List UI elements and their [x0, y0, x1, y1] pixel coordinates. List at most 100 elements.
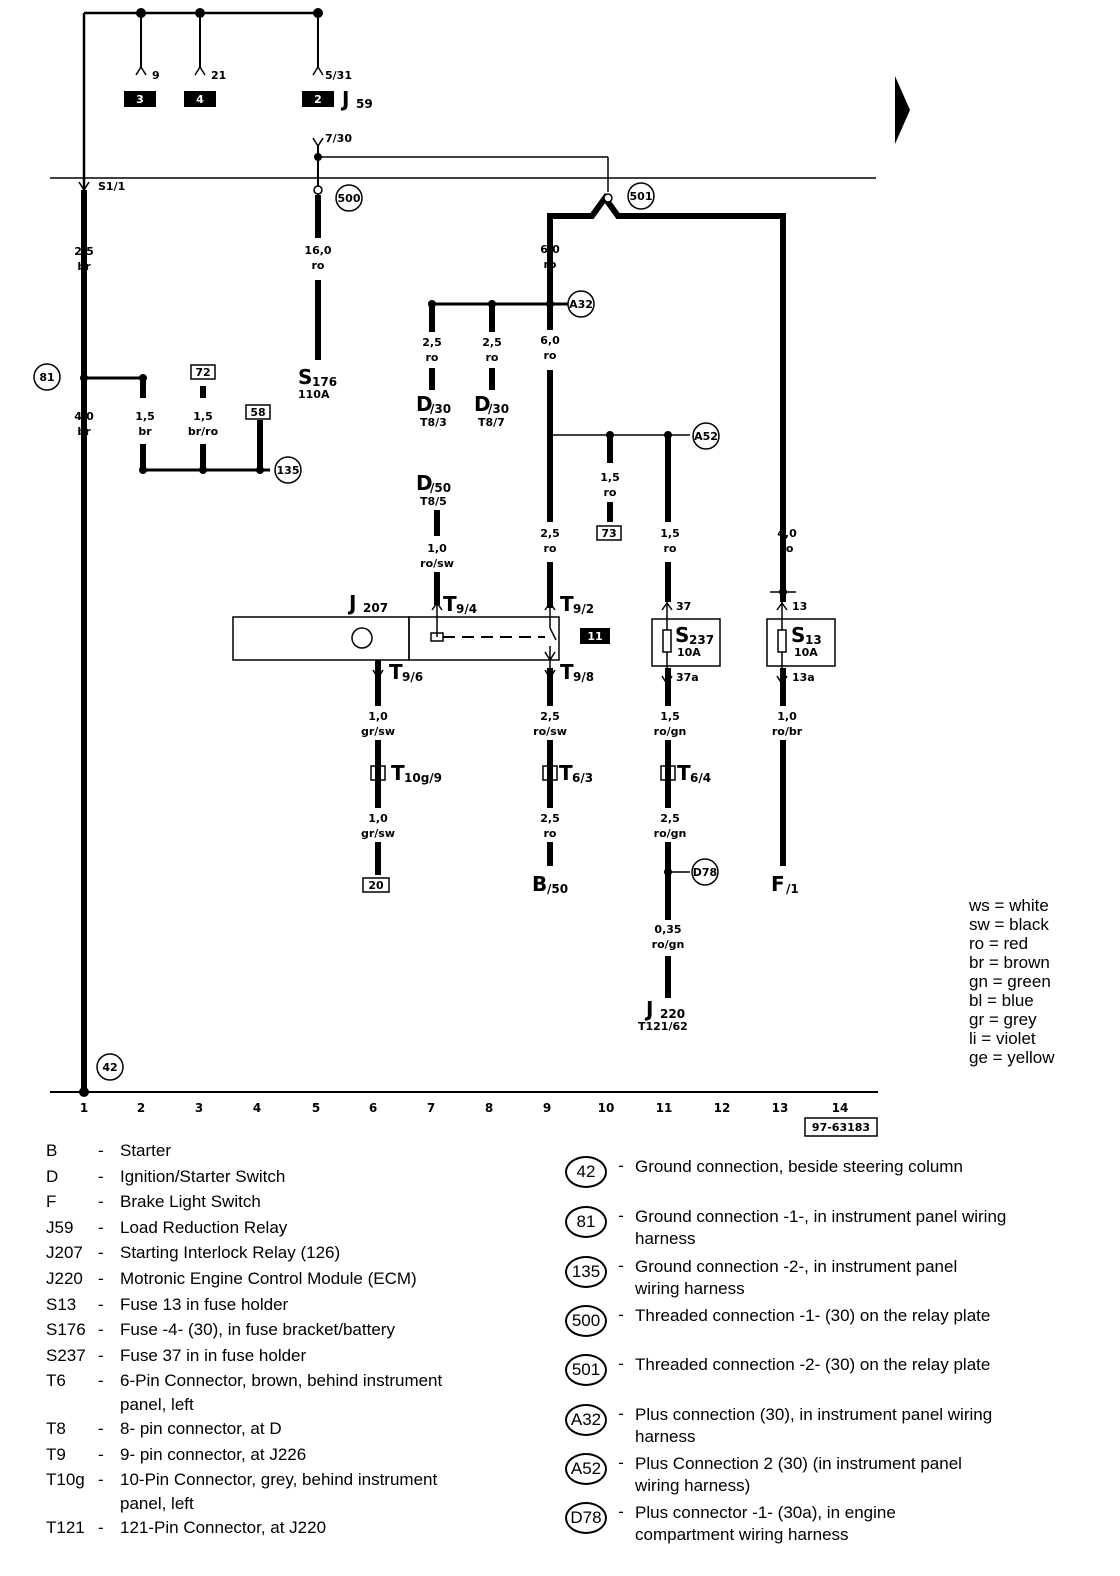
- svg-text:13: 13: [792, 600, 807, 613]
- svg-text:1: 1: [80, 1101, 88, 1115]
- color-key-item: ws = white: [969, 896, 1049, 915]
- svg-text:6/3: 6/3: [572, 771, 593, 785]
- svg-text:T: T: [389, 660, 403, 684]
- wire-9-mid-size: 6,0: [540, 334, 560, 347]
- wire-8a-size: 2,5: [482, 336, 502, 349]
- svg-text:6/4: 6/4: [690, 771, 711, 785]
- legend-row: T10g-10-Pin Connector, grey, behind inst…: [46, 1470, 438, 1490]
- wire-2-size: 1,5: [135, 410, 155, 423]
- legend-row: J207-Starting Interlock Relay (126): [46, 1243, 341, 1263]
- svg-text:S: S: [791, 623, 805, 647]
- connection-legend-row: 501 - Threaded connection -2- (30) on th…: [565, 1354, 1065, 1386]
- wire-13-color: ro: [781, 542, 794, 555]
- svg-text:S: S: [675, 623, 689, 647]
- svg-text:13: 13: [805, 633, 822, 647]
- svg-text:9/4: 9/4: [456, 602, 477, 616]
- brake-switch-f1-label: F /1: [771, 872, 799, 896]
- wire-1-top-color: br: [77, 260, 91, 273]
- svg-text:J: J: [347, 591, 356, 615]
- svg-text:11: 11: [656, 1101, 673, 1115]
- connection-legend-row: 42 - Ground connection, beside steering …: [565, 1156, 1065, 1188]
- legend-row-continued: panel, left: [120, 1394, 194, 1414]
- threaded-501-symbol: 501: [565, 1354, 607, 1386]
- svg-text:/30: /30: [488, 402, 509, 416]
- plus-a52-label: A52: [694, 430, 718, 443]
- wire-13-size: 4,0: [777, 527, 797, 540]
- connection-legend-row: D78 - Plus connector -1- (30a), in engin…: [565, 1502, 1065, 1546]
- svg-text:/1: /1: [786, 882, 799, 896]
- connection-legend-row: 81 - Ground connection -1-, in instrumen…: [565, 1206, 1065, 1250]
- legend-row: S237-Fuse 37 in in fuse holder: [46, 1345, 307, 1365]
- wire-3-size: 1,5: [193, 410, 213, 423]
- wire-13a-size: 1,0: [777, 710, 797, 723]
- legend-row: T9-9- pin connector, at J226: [46, 1444, 307, 1464]
- ground-135-symbol: 135: [565, 1256, 607, 1288]
- color-key-item: br = brown: [969, 953, 1050, 972]
- wire-6b-color: gr/sw: [361, 827, 395, 840]
- relay-j207-label: J 207: [347, 591, 388, 615]
- svg-text:T: T: [560, 660, 574, 684]
- svg-text:/50: /50: [430, 481, 451, 495]
- legend-row: F-Brake Light Switch: [46, 1192, 261, 1212]
- svg-text:9/6: 9/6: [402, 670, 423, 684]
- legend-row: T6-6-Pin Connector, brown, behind instru…: [46, 1371, 443, 1391]
- color-key-item: li = violet: [969, 1029, 1036, 1048]
- switch-d30-b-label: D /30 T8/7: [474, 392, 509, 429]
- connector-t10g-label: T 10g/9: [391, 761, 442, 785]
- wire-10-color: ro: [604, 486, 617, 499]
- column-numbers: 1 2 3 4 5 6 7 8 9 10 11 12 13 14: [80, 1101, 849, 1115]
- connector-t9-2-label: T 9/2: [560, 592, 594, 616]
- color-key: ws = white sw = black ro = red br = brow…: [969, 896, 1055, 1067]
- wire-11a-color: ro/gn: [654, 725, 687, 738]
- svg-text:13a: 13a: [792, 671, 815, 684]
- wire-6b-size: 1,0: [368, 812, 388, 825]
- svg-text:T8/7: T8/7: [478, 416, 505, 429]
- color-key-item: ge = yellow: [969, 1048, 1055, 1067]
- legend-row: S176-Fuse -4- (30), in fuse bracket/batt…: [46, 1320, 395, 1340]
- svg-text:/30: /30: [430, 402, 451, 416]
- plus-a32-label: A32: [569, 298, 593, 311]
- svg-text:10A: 10A: [794, 646, 818, 659]
- box-58: 58: [250, 406, 265, 419]
- reference-code: 97-63183: [812, 1121, 870, 1134]
- legend-row: J59-Load Reduction Relay: [46, 1217, 288, 1237]
- svg-text:S: S: [298, 365, 312, 389]
- relay-box-3: 3: [136, 93, 144, 106]
- ground-42-symbol: 42: [565, 1156, 607, 1188]
- wire-11a-size: 1,5: [660, 710, 680, 723]
- wire-8a-color: ro: [486, 351, 499, 364]
- svg-text:9/2: 9/2: [573, 602, 594, 616]
- svg-text:7: 7: [427, 1101, 435, 1115]
- legend-row: J220-Motronic Engine Control Module (ECM…: [46, 1268, 417, 1288]
- legend-row: B-Starter: [46, 1141, 172, 1160]
- wire-d50-color: ro/sw: [420, 557, 454, 570]
- svg-text:6: 6: [369, 1101, 377, 1115]
- switch-d50-label: D /50 T8/5: [416, 471, 451, 508]
- svg-text:12: 12: [714, 1101, 731, 1115]
- wire-9-mid-color: ro: [544, 349, 557, 362]
- connection-legend-row: A52 - Plus Connection 2 (30) (in instrum…: [565, 1453, 1065, 1497]
- svg-text:2: 2: [137, 1101, 145, 1115]
- box-11: 11: [587, 630, 602, 643]
- wire-1-low-size: 4,0: [74, 410, 94, 423]
- legend-row: S13-Fuse 13 in fuse holder: [46, 1294, 289, 1314]
- wiring-diagram: 500 501 A32 81 135 A52 D78 42 9 21 5/31 …: [33, 8, 910, 1137]
- svg-text:207: 207: [363, 601, 388, 615]
- wire-d50-size: 1,0: [427, 542, 447, 555]
- svg-text:F: F: [771, 872, 785, 896]
- wire-2-color: br: [138, 425, 152, 438]
- starter-b50-label: B /50: [532, 872, 568, 896]
- wire-9a-size: 2,5: [540, 710, 560, 723]
- legend-row: T121-121-Pin Connector, at J220: [46, 1517, 327, 1537]
- wire-11b-color: ro/gn: [654, 827, 687, 840]
- svg-text:T: T: [443, 592, 457, 616]
- svg-text:/50: /50: [547, 882, 568, 896]
- wire-11b-size: 2,5: [660, 812, 680, 825]
- connection-legend-row: A32 - Plus connection (30), in instrumen…: [565, 1404, 1065, 1448]
- wire-9b-color: ro: [544, 827, 557, 840]
- ground-501-label: 501: [630, 190, 653, 203]
- wire-6a-color: gr/sw: [361, 725, 395, 738]
- plus-a32-symbol: A32: [565, 1404, 607, 1436]
- plus-d78-label: D78: [693, 866, 717, 879]
- ground-135-label: 135: [277, 464, 300, 477]
